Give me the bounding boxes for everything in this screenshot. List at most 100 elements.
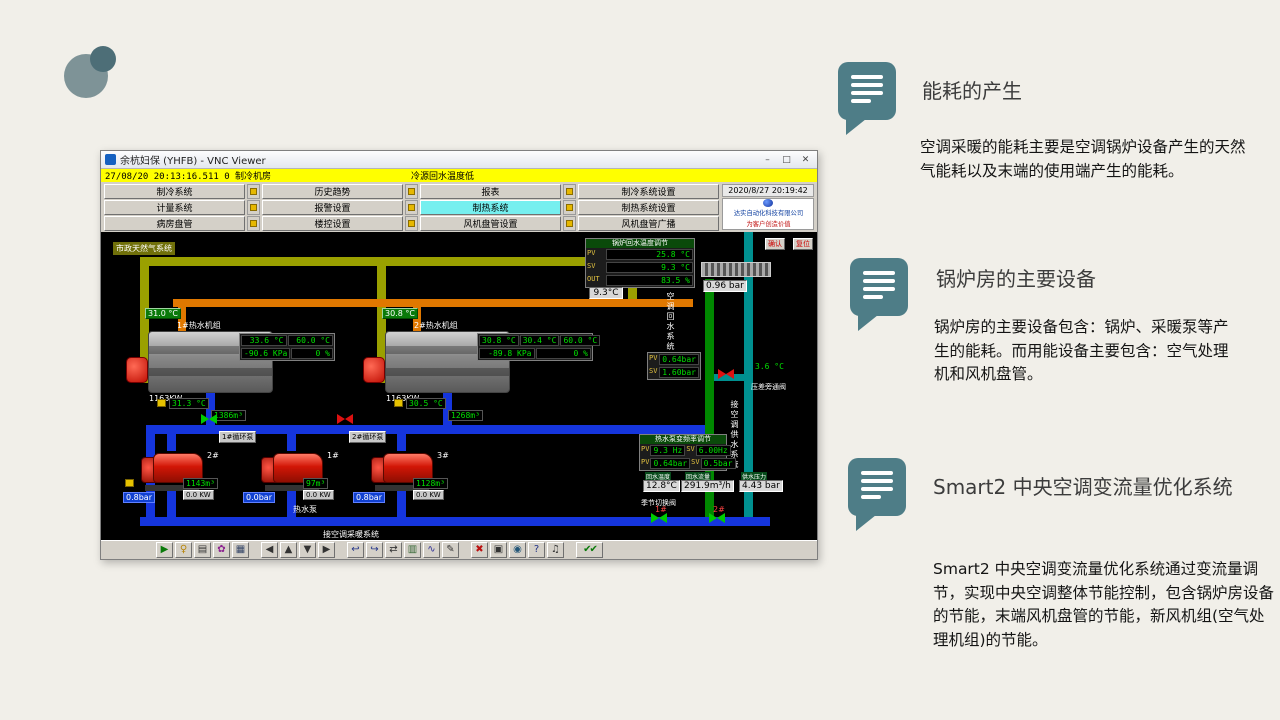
season-valve-2-id: 2#: [713, 505, 725, 514]
reg2-r2-value: 0.64bar: [650, 458, 691, 469]
season-valve-2-icon[interactable]: [709, 513, 725, 523]
pipe-pump3-in: [397, 434, 406, 451]
season-valve-1-icon[interactable]: [651, 513, 667, 523]
toolbar-swap-button[interactable]: ⇄: [385, 542, 402, 558]
close-button[interactable]: ✕: [801, 154, 810, 165]
boiler-2-val-1: 30.4 °C: [519, 335, 560, 346]
menu-button-0-3[interactable]: 制冷系统设置: [578, 184, 719, 199]
menu-button-1-2[interactable]: 制热系统: [420, 200, 561, 215]
hx-temp-display: 9.3°C: [589, 287, 623, 299]
hot-water-pump-1[interactable]: [261, 449, 323, 491]
boiler-2-val-2: 60.0 °C: [560, 335, 601, 346]
menu-button-1-3[interactable]: 制热系统设置: [578, 200, 719, 215]
ac-supply-pipe-label: 接空调供水系统: [730, 400, 739, 470]
toolbar-palette-button[interactable]: ✿: [213, 542, 230, 558]
boiler-2-inlet-temp: 30.8 °C: [382, 308, 418, 319]
window-title: 余杭妇保 (YHFB) - VNC Viewer: [120, 156, 266, 167]
toolbar-sound-button[interactable]: ♫: [547, 542, 564, 558]
boiler-1-valve-icon[interactable]: [201, 414, 217, 424]
menu-button-2-2[interactable]: 风机盘管设置: [420, 216, 561, 231]
boiler-1-val-2: -90.6 KPa: [241, 348, 291, 359]
menu-button-2-1[interactable]: 楼控设置: [262, 216, 403, 231]
ack-button[interactable]: 确认: [765, 238, 785, 250]
pipe-ac-return: [744, 232, 753, 517]
pipe-gas-main: [140, 257, 637, 266]
vnc-viewer-window: 余杭妇保 (YHFB) - VNC Viewer – □ ✕ 27/08/20 …: [100, 150, 818, 560]
bottom-toolbar: ▶♀▤✿▦◀▲▼▶↩↪⇄▥∿✎✖▣◉?♫✔✔: [101, 540, 817, 559]
menu-right-info: 2020/8/27 20:19:42 达实自动化科技有限公司 为客户创造价值: [722, 184, 814, 230]
toolbar-nav-left-button[interactable]: ◀: [261, 542, 278, 558]
toolbar-chart-button[interactable]: ▥: [404, 542, 421, 558]
reg1-out-value: 83.5 %: [606, 275, 693, 286]
pump-1-flow: 97m³: [303, 478, 329, 489]
section-2-body: 锅炉房的主要设备包含：锅炉、采暖泵等产生的能耗。而用能设备主要包含：空气处理机和…: [934, 318, 1229, 384]
toolbar-key-button[interactable]: ♀: [175, 542, 192, 558]
reset-button[interactable]: 复位: [793, 238, 813, 250]
toolbar-print-button[interactable]: ▤: [194, 542, 211, 558]
circ-pump-2-button[interactable]: 2#循环泵: [349, 431, 387, 443]
reg2-r0-value: 9.3 Hz: [650, 445, 686, 456]
maximize-button[interactable]: □: [782, 154, 791, 165]
boiler-2-valve-icon[interactable]: [337, 414, 353, 424]
toolbar-nav-up-button[interactable]: ▲: [280, 542, 297, 558]
season-valve-1-id: 1#: [655, 505, 667, 514]
bypass-valve-icon[interactable]: [718, 369, 734, 379]
pump-base-icon: [265, 485, 319, 491]
pipe-hot-drop-1: [178, 299, 186, 335]
menu-indicator-icon: [563, 216, 576, 231]
toolbar-cd-button[interactable]: ◉: [509, 542, 526, 558]
menu-button-0-2[interactable]: 报表: [420, 184, 561, 199]
list-pin-icon: [850, 258, 908, 331]
toolbar-edit-button[interactable]: ✎: [442, 542, 459, 558]
toolbar-nav-down-button[interactable]: ▼: [299, 542, 316, 558]
bypass-pv-label: PV: [649, 354, 658, 362]
toolbar-undo-button[interactable]: ↩: [347, 542, 364, 558]
toolbar-redo-button[interactable]: ↪: [366, 542, 383, 558]
menu-indicator-icon: [405, 200, 418, 215]
pipe-pump3-out: [397, 491, 406, 517]
menu-button-0-1[interactable]: 历史趋势: [262, 184, 403, 199]
menu-button-2-0[interactable]: 病房盘管: [104, 216, 245, 231]
pipe-boiler2-outlet: [443, 391, 452, 427]
boiler-2-temp: 30.5 °C: [406, 398, 446, 409]
boiler-1-val-1: 60.0 °C: [287, 335, 333, 346]
alarm-banner[interactable]: 27/08/20 20:13:16.511 0 制冷机房 冷源回水温度低: [101, 169, 817, 182]
toolbar-confirm-button[interactable]: ✔✔: [576, 542, 603, 558]
section-2-heading: 锅炉房的主要设备: [936, 267, 1096, 291]
toolbar-play-button[interactable]: ▶: [156, 542, 173, 558]
menu-button-2-3[interactable]: 风机盘管广播: [578, 216, 719, 231]
reg2-r1-value: 6.00Hz: [695, 445, 731, 456]
company-logo: 达实自动化科技有限公司 为客户创造价值: [722, 198, 814, 230]
minimize-button[interactable]: –: [765, 154, 770, 165]
pump-3-pressure: 0.8bar: [353, 492, 385, 503]
reg1-pv-value: 25.8 °C: [606, 249, 693, 260]
reg1-sv-value: 9.3 °C: [606, 262, 693, 273]
menu-button-1-1[interactable]: 报警设置: [262, 200, 403, 215]
boiler-1-val-0: 33.6 °C: [241, 335, 287, 346]
boiler-1-val-3: 0 %: [291, 348, 333, 359]
boiler-1-name: 1#热水机组: [177, 321, 221, 330]
toolbar-screen-button[interactable]: ▦: [232, 542, 249, 558]
toolbar-lock-button[interactable]: ▣: [490, 542, 507, 558]
toolbar-trend-button[interactable]: ∿: [423, 542, 440, 558]
scada-canvas: 市政天然气系统 确认 复位 1#热水机组 2#热水机组 31.0 °C 30.8…: [101, 232, 817, 540]
toolbar-nav-right-button[interactable]: ▶: [318, 542, 335, 558]
pipe-pump1-out: [167, 491, 176, 517]
boiler-2[interactable]: [385, 331, 510, 393]
toolbar-help-button[interactable]: ?: [528, 542, 545, 558]
menu-button-0-0[interactable]: 制冷系统: [104, 184, 245, 199]
burner-1-icon: [126, 357, 148, 383]
circ-pump-1-button[interactable]: 1#循环泵: [219, 431, 257, 443]
boiler-2-mode-badge: [394, 399, 403, 407]
pipe-header-mid: [146, 425, 714, 434]
list-bars-icon: [863, 271, 895, 303]
pump-1-power: 0.0 KW: [303, 490, 334, 500]
toolbar-close-button[interactable]: ✖: [471, 542, 488, 558]
window-titlebar[interactable]: 余杭妇保 (YHFB) - VNC Viewer – □ ✕: [101, 151, 817, 169]
menu-button-1-0[interactable]: 计量系统: [104, 200, 245, 215]
menu-indicator-icon: [405, 184, 418, 199]
